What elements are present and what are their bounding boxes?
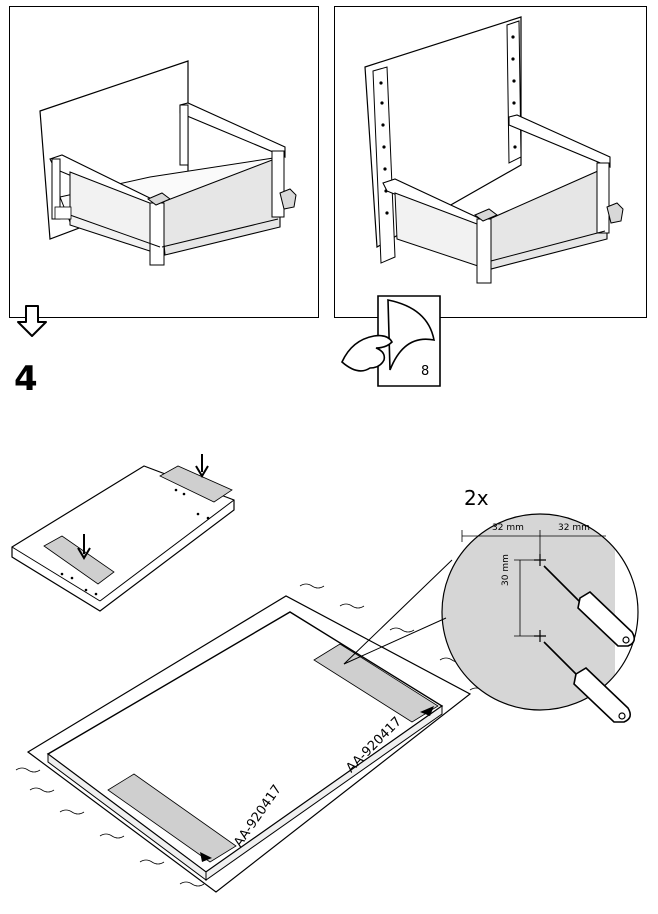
- illustration-panel-rails: [334, 6, 647, 318]
- large-board: [15, 583, 495, 893]
- quantity-label: 2x: [464, 486, 489, 510]
- small-board: [11, 454, 235, 612]
- page-turn-hand-icon: [341, 295, 441, 387]
- dimension-vertical: 30 mm: [501, 554, 511, 586]
- down-arrow-icon: [17, 305, 47, 337]
- step-number: 4: [14, 359, 38, 399]
- rails-illustration: [364, 16, 624, 284]
- illustration-panel-drawer: [9, 6, 319, 318]
- page-reference-number: 8: [421, 364, 430, 379]
- drawer-illustration: [39, 60, 297, 266]
- dimension-horizontal-left: 32 mm: [492, 523, 524, 533]
- screwdriver-icon: [543, 565, 636, 647]
- screwdriver-icon: [543, 641, 632, 723]
- dimension-horizontal-right: 32 mm: [558, 523, 590, 533]
